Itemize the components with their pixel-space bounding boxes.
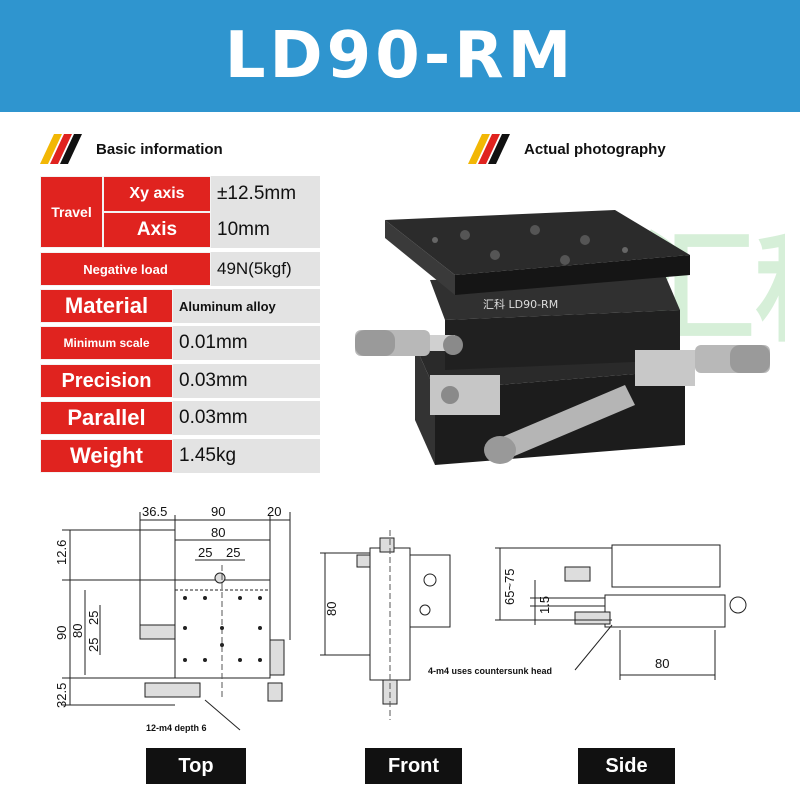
precision-label: Precision bbox=[40, 364, 173, 398]
dim-25-c: 25 bbox=[86, 611, 101, 625]
travel-label: Travel bbox=[40, 176, 103, 248]
basic-info-heading: Basic information bbox=[40, 134, 223, 164]
weight-label: Weight bbox=[40, 439, 173, 473]
dim-65-75: 65~75 bbox=[502, 568, 517, 605]
photo-label: Actual photography bbox=[524, 140, 666, 158]
dim-32-5: 32.5 bbox=[54, 683, 69, 708]
front-view bbox=[320, 530, 451, 720]
dim-25-a: 25 bbox=[198, 545, 212, 560]
dim-36-5: 36.5 bbox=[142, 504, 167, 519]
caption-front: Front bbox=[365, 748, 462, 784]
dim-80-side: 80 bbox=[655, 656, 669, 671]
dim-80-front: 80 bbox=[324, 602, 339, 616]
top-plate bbox=[385, 210, 690, 295]
technical-drawings: 36.5 90 20 80 25 25 12.6 90 80 25 25 32.… bbox=[54, 504, 747, 733]
dim-90-top: 90 bbox=[211, 504, 225, 519]
top-view-holes bbox=[183, 596, 262, 662]
top-note: 12-m4 depth 6 bbox=[146, 723, 207, 733]
negative-load-label: Negative load bbox=[40, 252, 211, 286]
weight-value: 1.45kg bbox=[173, 439, 320, 473]
axis-value: 10mm bbox=[211, 212, 320, 248]
dim-20: 20 bbox=[267, 504, 281, 519]
negative-load-value: 49N(5kgf) bbox=[211, 252, 320, 286]
top-view bbox=[62, 512, 291, 731]
lock-knob bbox=[441, 386, 459, 404]
dim-1-5: 1.5 bbox=[537, 596, 552, 614]
material-value: Aluminum alloy bbox=[173, 289, 320, 323]
minimum-scale-label: Minimum scale bbox=[40, 326, 173, 360]
stage-label: 汇科 LD90-RM bbox=[483, 297, 558, 311]
dim-90-left: 90 bbox=[54, 626, 69, 640]
axis-label: Axis bbox=[103, 212, 211, 248]
caption-side: Side bbox=[578, 748, 675, 784]
photo-heading: Actual photography bbox=[468, 134, 666, 164]
lock-knob bbox=[443, 335, 463, 355]
basic-info-label: Basic information bbox=[96, 140, 223, 158]
xy-axis-label: Xy axis bbox=[103, 176, 211, 212]
parallel-value: 0.03mm bbox=[173, 401, 320, 435]
page-title: LD90-RM bbox=[224, 19, 576, 93]
dim-25-b: 25 bbox=[226, 545, 240, 560]
side-view bbox=[495, 544, 747, 680]
product-photo: 汇科 汇科 LD90-RM bbox=[355, 210, 785, 465]
right-micrometer bbox=[635, 345, 770, 386]
header-banner: LD90-RM bbox=[0, 0, 800, 112]
dim-80-left: 80 bbox=[70, 624, 85, 638]
precision-value: 0.03mm bbox=[173, 364, 320, 398]
material-label: Material bbox=[40, 289, 173, 323]
dim-80-top: 80 bbox=[211, 525, 225, 540]
side-note: 4-m4 uses countersunk head bbox=[428, 666, 552, 676]
dim-12-6: 12.6 bbox=[54, 540, 69, 565]
caption-top: Top bbox=[146, 748, 246, 784]
stripes-icon bbox=[468, 134, 510, 164]
minimum-scale-value: 0.01mm bbox=[173, 326, 320, 360]
parallel-label: Parallel bbox=[40, 401, 173, 435]
stripes-icon bbox=[40, 134, 82, 164]
dim-25-d: 25 bbox=[86, 638, 101, 652]
xy-axis-value: ±12.5mm bbox=[211, 176, 320, 212]
